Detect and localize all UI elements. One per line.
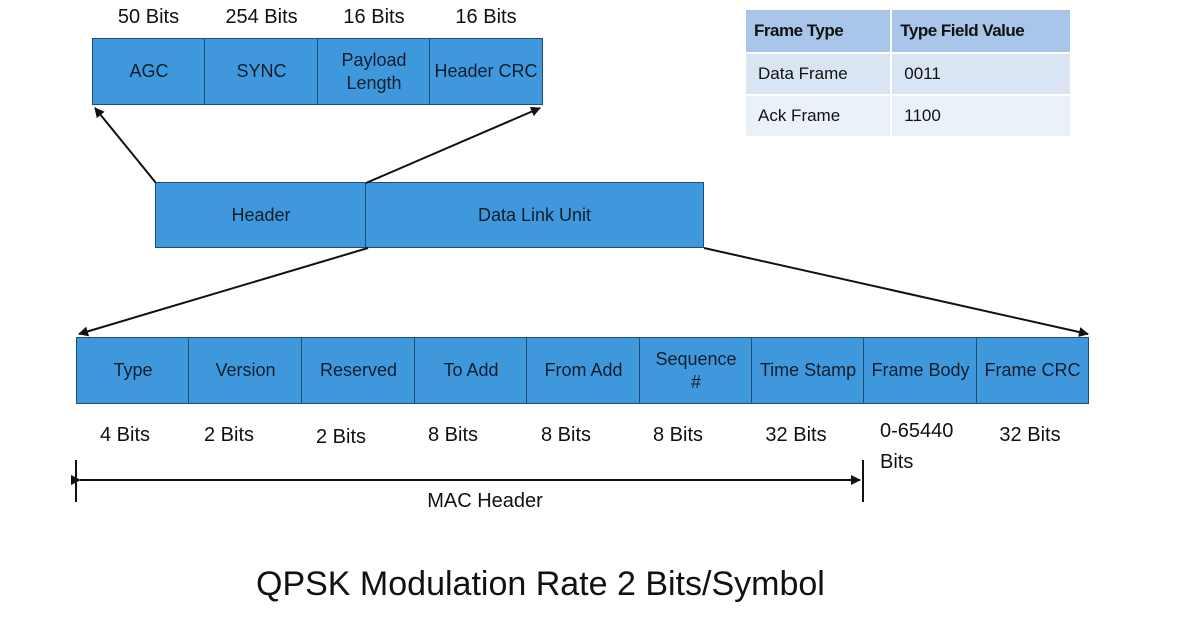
table-row: Ack Frame 1100 [746, 94, 1072, 136]
header-field-sync: SYNC [204, 38, 319, 105]
header-field-payload-length: Payload Length [317, 38, 431, 105]
mac-bits-sequence: 8 Bits [652, 424, 704, 446]
table-header-frame-type: Frame Type [746, 10, 893, 53]
table-cell-type-value: 1100 [891, 94, 1072, 136]
header-field-bits-header-crc: 16 Bits [455, 6, 517, 28]
mac-field-sequence: Sequence # [639, 337, 753, 404]
mac-bits-version: 2 Bits [203, 424, 255, 446]
mac-field-from-add: From Add [526, 337, 641, 404]
mac-field-frame-crc: Frame CRC [976, 337, 1089, 404]
frame-data-link-unit-box: Data Link Unit [365, 182, 704, 248]
mac-bits-reserved: 2 Bits [315, 426, 367, 448]
mac-bits-type: 4 Bits [99, 424, 151, 446]
frame-type-table: Frame Type Type Field Value Data Frame 0… [746, 10, 1072, 136]
table-cell-type-value: 0011 [891, 52, 1072, 95]
frame-header-box: Header [155, 182, 367, 248]
mac-field-time-stamp: Time Stamp [751, 337, 865, 404]
arrow-dlu-to-frame-crc [703, 247, 1089, 337]
mac-field-type: Type [76, 337, 190, 404]
mac-bits-time-stamp: 32 Bits [765, 424, 827, 446]
mac-field-frame-body: Frame Body [863, 337, 978, 404]
arrow-dlu-to-type [78, 247, 369, 337]
mac-bits-to-add: 8 Bits [427, 424, 479, 446]
mac-field-to-add: To Add [414, 337, 528, 404]
modulation-caption: QPSK Modulation Rate 2 Bits/Symbol [256, 565, 825, 603]
mac-field-version: Version [188, 337, 303, 404]
header-field-bits-sync: 254 Bits [225, 6, 298, 28]
mac-field-reserved: Reserved [301, 337, 416, 404]
mac-bits-frame-body: 0-65440 Bits [880, 420, 954, 473]
header-field-bits-agc: 50 Bits [117, 6, 180, 28]
table-header-type-field-value: Type Field Value [891, 10, 1072, 53]
table-header-row: Frame Type Type Field Value [746, 10, 1072, 53]
mac-header-label: MAC Header [427, 490, 543, 512]
header-field-header-crc: Header CRC [429, 38, 543, 105]
mac-bits-from-add: 8 Bits [540, 424, 592, 446]
table-cell-frame-type: Ack Frame [746, 94, 893, 136]
arrow-header-to-header-crc [365, 106, 541, 184]
header-field-bits-payload-length: 16 Bits [343, 6, 405, 28]
arrow-header-to-agc [94, 107, 157, 184]
mac-bits-frame-crc: 32 Bits [999, 424, 1061, 446]
table-row: Data Frame 0011 [746, 52, 1072, 95]
table-cell-frame-type: Data Frame [746, 52, 893, 95]
